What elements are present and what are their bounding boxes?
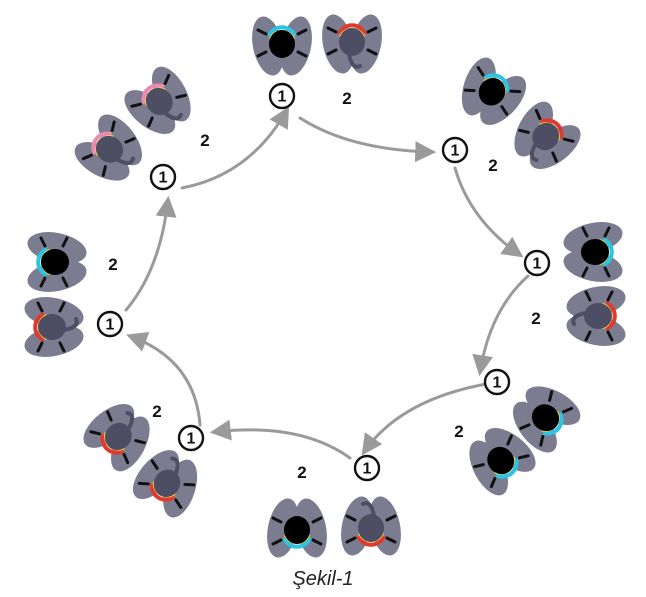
insect-gray-icon [124, 66, 191, 134]
second-insect-label: 2 [342, 89, 351, 108]
second-insect-label: 2 [531, 309, 540, 328]
insect-gray-icon [514, 101, 581, 169]
station-circle [268, 82, 296, 110]
second-insect-label: 2 [108, 255, 117, 274]
insect-gray-icon [132, 450, 198, 518]
insect-gray-icon [83, 404, 150, 472]
second-insect-label: 2 [152, 402, 161, 421]
first-insect-label: 1 [363, 461, 372, 478]
arrow-upper-left-to-top [180, 106, 290, 190]
second-insect-label: 2 [200, 131, 209, 150]
second-insect-label: 2 [454, 422, 463, 441]
insect-dark-icon [267, 498, 327, 558]
station: 12 [441, 136, 498, 175]
first-insect-label: 1 [159, 170, 168, 187]
insect-dark-icon [27, 232, 87, 292]
second-insect-label: 2 [297, 463, 306, 482]
first-insect-label: 1 [451, 143, 460, 160]
insect-gray-icon [24, 297, 84, 357]
cycle-arrows [124, 106, 530, 460]
station: 12 [454, 368, 511, 441]
station: 12 [149, 131, 210, 191]
insect-dark-icon [461, 57, 527, 125]
first-insect-label: 1 [106, 317, 115, 334]
arrow-top-to-upper-right [298, 116, 437, 163]
station: 12 [297, 454, 381, 482]
station-circle [483, 368, 511, 396]
insect-gray-icon [322, 14, 382, 74]
station: 12 [523, 249, 551, 328]
insect-dark-icon [469, 428, 536, 496]
insect-dark-icon [252, 16, 312, 76]
insect-dark-icon [513, 386, 581, 453]
arrow-upper-right-to-right [453, 166, 524, 258]
insect-gray-icon [341, 496, 401, 556]
figure-caption: Şekil-1 [292, 568, 354, 590]
station-circle [177, 424, 205, 452]
first-insect-label: 1 [533, 256, 542, 273]
station-circle [96, 310, 124, 338]
insect-gray-icon [74, 114, 142, 181]
arrow-right-to-lower-right [472, 274, 530, 377]
arrow-bottom-to-lower-left [209, 419, 352, 460]
insect-figures [24, 14, 626, 558]
first-insect-label: 1 [493, 375, 502, 392]
station: 12 [152, 402, 205, 452]
station-circle [149, 163, 177, 191]
first-insect-label: 1 [278, 89, 287, 106]
arrow-lower-left-to-left [126, 331, 202, 427]
insect-dark-icon [563, 222, 623, 282]
arrow-lower-right-to-bottom [361, 382, 488, 456]
arrow-left-to-upper-left [124, 195, 177, 312]
insect-gray-icon [566, 286, 626, 346]
station: 12 [96, 255, 124, 338]
station-circle [353, 454, 381, 482]
station-circle [441, 136, 469, 164]
second-insect-label: 2 [488, 156, 497, 175]
station-circle [523, 249, 551, 277]
first-insect-label: 1 [187, 431, 196, 448]
